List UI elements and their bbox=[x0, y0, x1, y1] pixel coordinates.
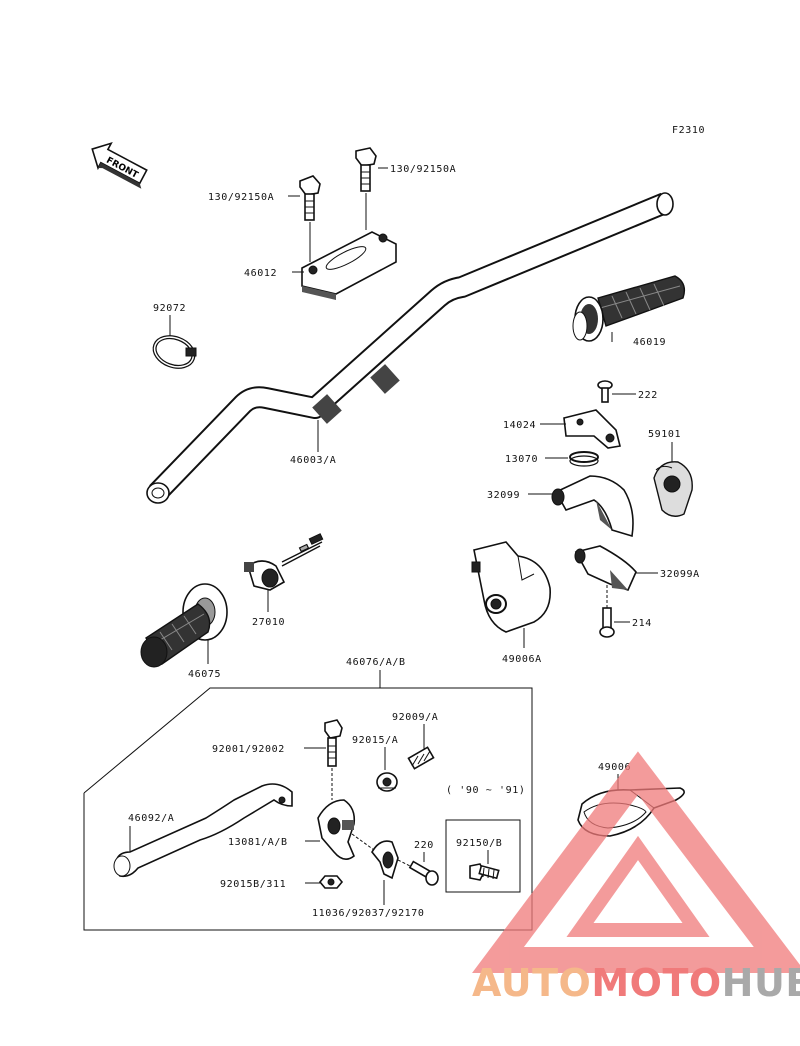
label-bolt-left: 130/92150A bbox=[208, 192, 274, 203]
handlebar-clamp-part bbox=[301, 231, 397, 300]
bolt-left-part bbox=[299, 175, 321, 221]
ring-part bbox=[569, 451, 599, 467]
screw-222-part bbox=[597, 380, 613, 403]
label-handlebar: 46003/A bbox=[290, 455, 336, 466]
label-bolt-92150b: 92150/B bbox=[456, 838, 502, 849]
label-adjuster: 92009/A bbox=[392, 712, 438, 723]
year-note-box bbox=[445, 819, 521, 893]
figure-code: F2310 bbox=[672, 125, 705, 136]
label-ring: 13070 bbox=[505, 454, 538, 465]
label-throttle-grip: 46019 bbox=[633, 337, 666, 348]
label-lever: 46092/A bbox=[128, 813, 174, 824]
watermark-auto: AUTO bbox=[472, 961, 591, 1005]
left-grip-part bbox=[140, 583, 228, 668]
switch-part bbox=[244, 533, 324, 591]
watermark-text: AUTOMOTOHUB bbox=[472, 961, 800, 1005]
adjuster-part bbox=[407, 746, 435, 770]
bolt-92150b-part bbox=[469, 863, 500, 881]
label-housing-32099a: 32099A bbox=[660, 569, 700, 580]
lever-clamp-part bbox=[351, 833, 399, 880]
watermark-logo-icon bbox=[472, 751, 800, 973]
label-screw-222: 222 bbox=[638, 390, 658, 401]
label-housing-32099: 32099 bbox=[487, 490, 520, 501]
label-switch: 27010 bbox=[252, 617, 285, 628]
label-holder: 13081/A/B bbox=[228, 837, 288, 848]
label-screw-220: 220 bbox=[414, 840, 434, 851]
label-guard: 49006 bbox=[598, 762, 631, 773]
nut-92015-part bbox=[376, 772, 398, 792]
housing-upper-part bbox=[551, 475, 634, 538]
bolt-right-part bbox=[355, 147, 377, 192]
part-59101 bbox=[653, 461, 693, 517]
handlebar-part bbox=[146, 192, 674, 504]
housing-lower-part bbox=[574, 545, 637, 591]
watermark-hub: HUB bbox=[722, 961, 800, 1005]
lever-holder-part bbox=[317, 799, 356, 860]
band-part bbox=[152, 335, 197, 369]
label-bolt-92001: 92001/92002 bbox=[212, 744, 285, 755]
bolt-92001-part bbox=[324, 719, 343, 767]
label-bolt-right: 130/92150A bbox=[390, 164, 456, 175]
label-nut-92015: 92015/A bbox=[352, 735, 398, 746]
label-clamp: 46012 bbox=[244, 268, 277, 279]
bolt-214-part bbox=[599, 585, 615, 638]
watermark-moto: MOTO bbox=[591, 961, 721, 1005]
lever-assembly-frame bbox=[83, 687, 533, 931]
label-band: 92072 bbox=[153, 303, 186, 314]
plate-part bbox=[563, 409, 621, 449]
label-lever-clamp: 11036/92037/92170 bbox=[312, 908, 425, 919]
screw-220-part bbox=[397, 859, 439, 886]
label-bolt-214: 214 bbox=[632, 618, 652, 629]
throttle-grip-part bbox=[572, 275, 686, 342]
nut-92015b-part bbox=[318, 875, 344, 889]
label-year-note: ( '90 ~ '91) bbox=[446, 785, 525, 796]
cover-part bbox=[471, 541, 551, 633]
label-59101: 59101 bbox=[648, 429, 681, 440]
front-arrow-icon: FRONT bbox=[91, 141, 148, 189]
lever-part bbox=[113, 783, 293, 878]
label-plate: 14024 bbox=[503, 420, 536, 431]
label-lever-assy: 46076/A/B bbox=[346, 657, 406, 668]
label-nut-92015b: 92015B/311 bbox=[220, 879, 286, 890]
label-cover: 49006A bbox=[502, 654, 542, 665]
label-left-grip: 46075 bbox=[188, 669, 221, 680]
